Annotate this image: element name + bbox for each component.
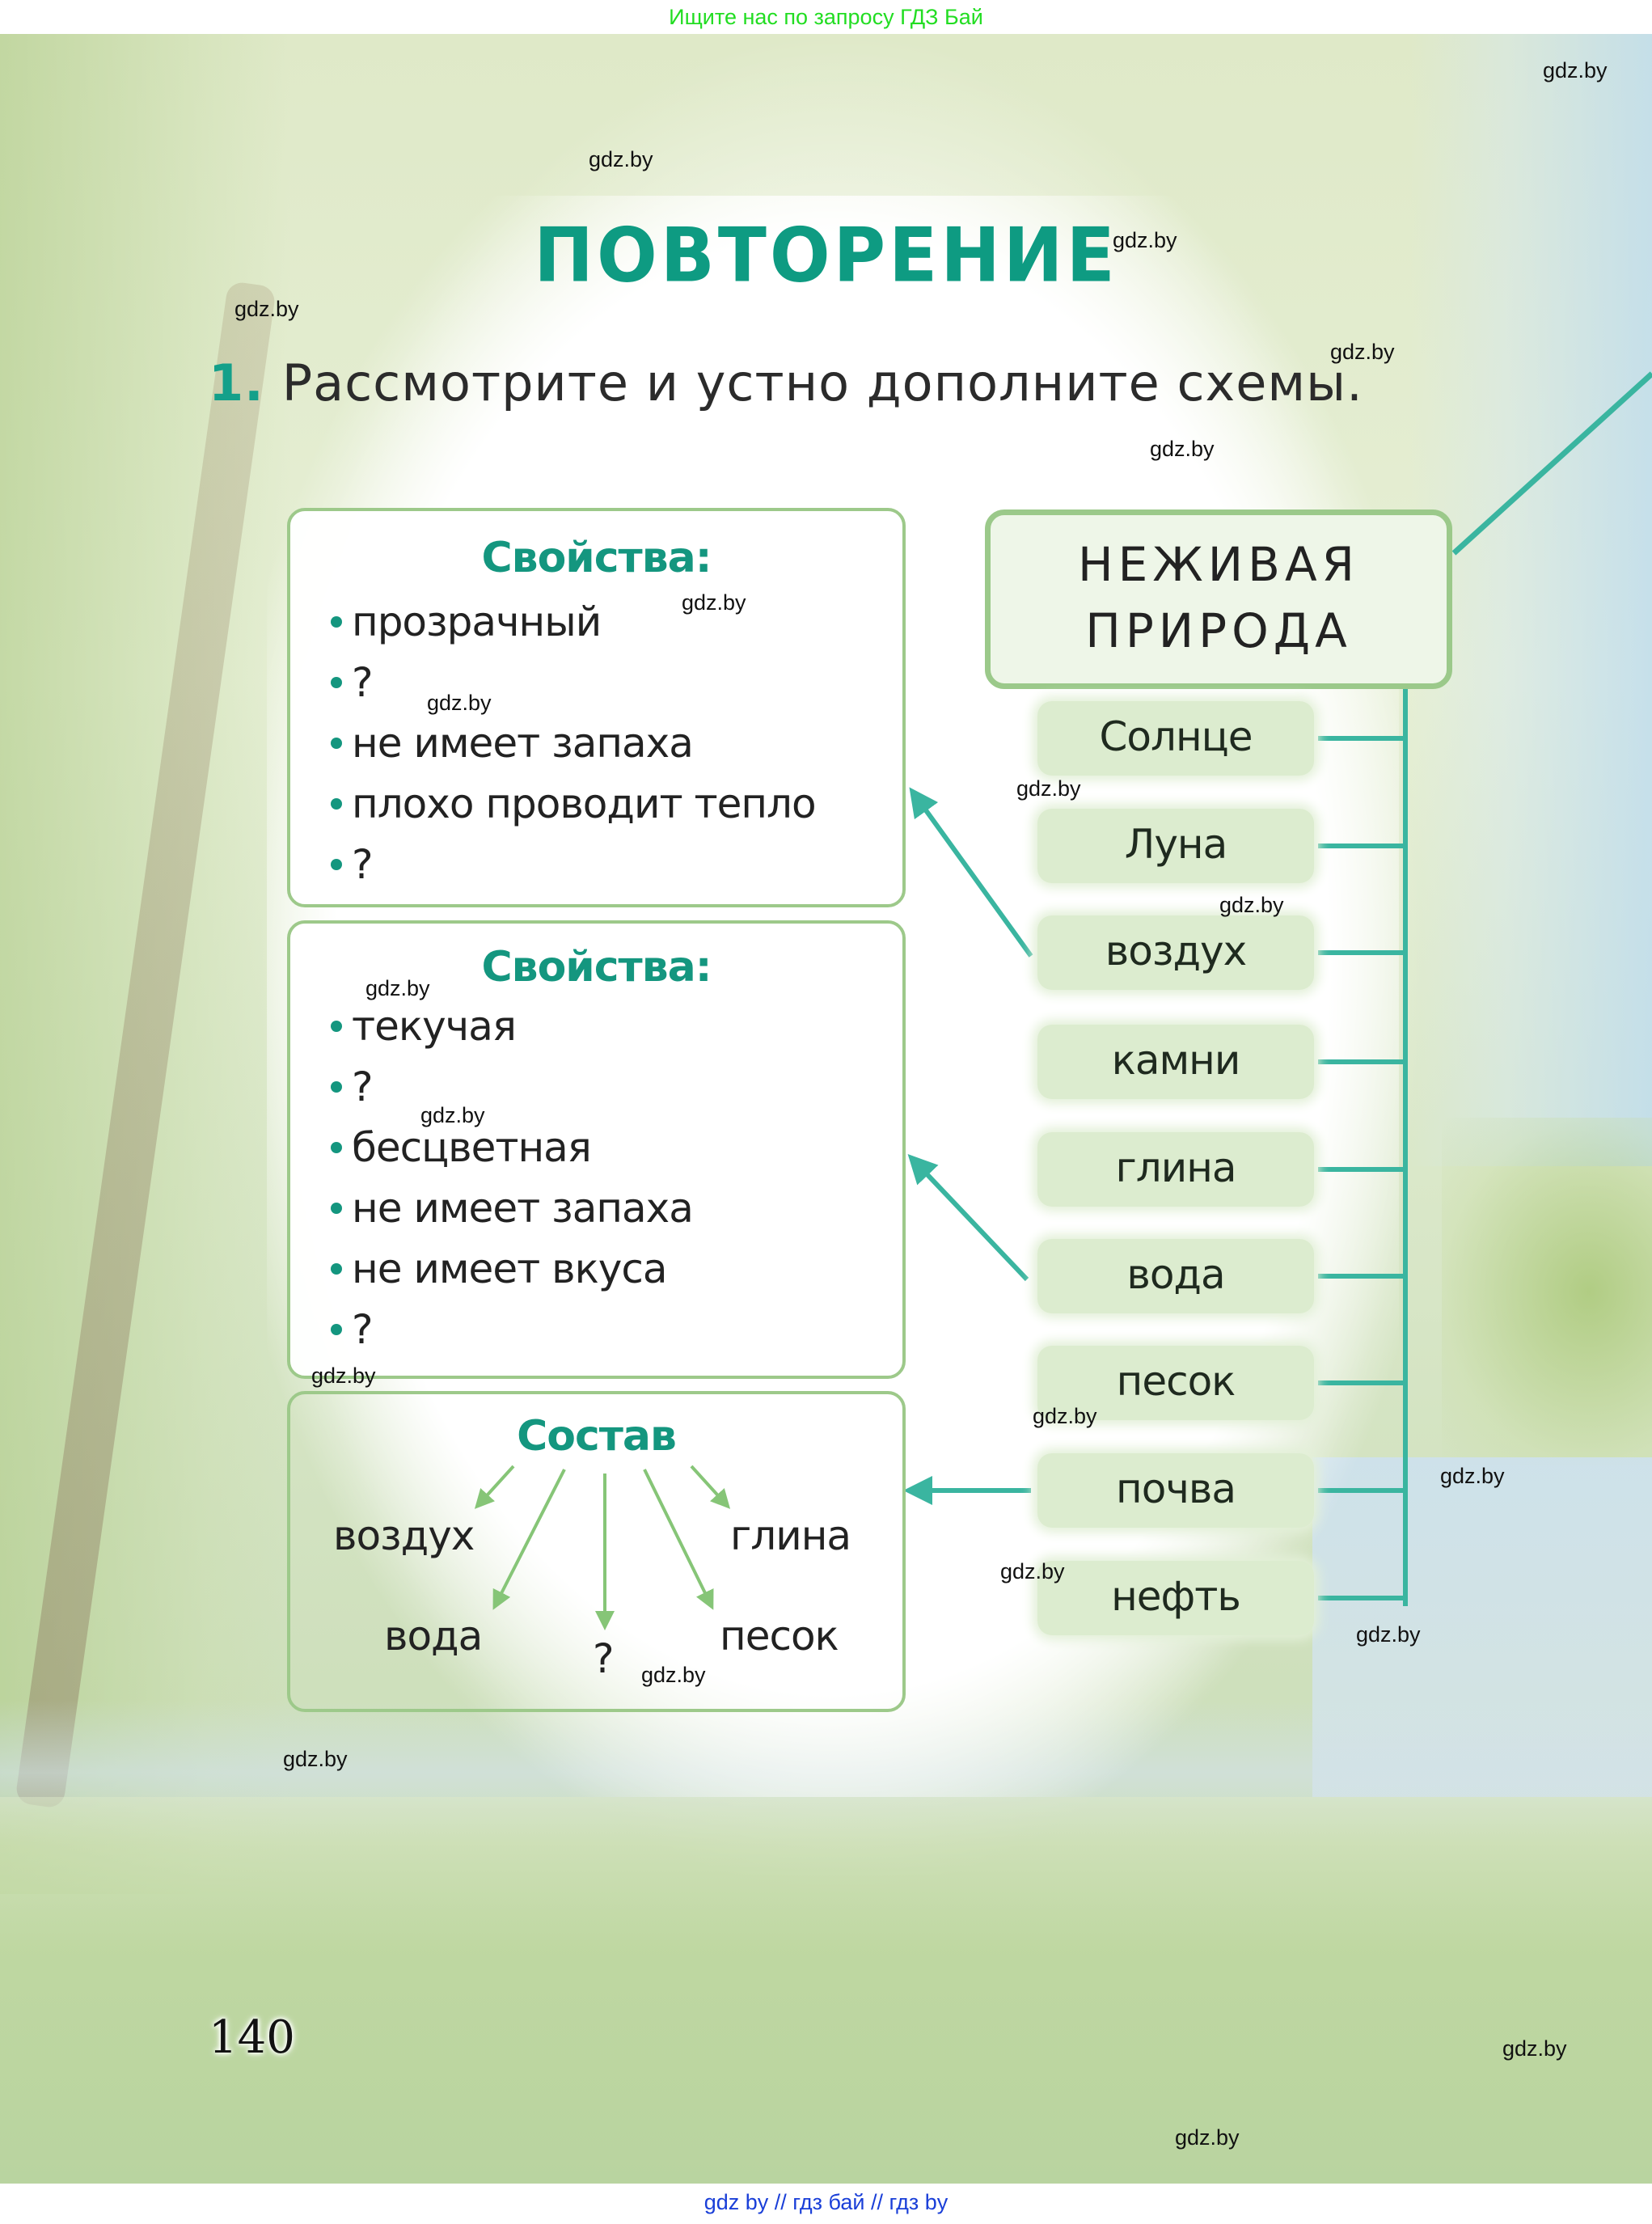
air-property-item: ?	[331, 835, 816, 895]
watermark: gdz.by	[1150, 437, 1215, 461]
background-meadow	[0, 1797, 1652, 2184]
watermark: gdz.by	[1356, 1622, 1421, 1647]
water-property-item: ?	[331, 1300, 693, 1360]
watermark: gdz.by	[1440, 1464, 1505, 1488]
soil-composition-box: Состав	[287, 1391, 906, 1712]
composition-item-clay: глина	[730, 1512, 851, 1559]
watermark: gdz.by	[1000, 1559, 1065, 1583]
page-number: 140	[209, 2011, 295, 2064]
task-text: Рассмотрите и устно дополните схемы.	[281, 353, 1363, 412]
water-property-item: ?	[331, 1057, 693, 1118]
watermark: gdz.by	[1016, 776, 1081, 801]
air-property-item: ?	[331, 653, 816, 713]
watermark: gdz.by	[1330, 340, 1395, 364]
air-properties-list: прозрачный ? не имеет запаха плохо прово…	[331, 592, 817, 895]
watermark: gdz.by	[1175, 2125, 1240, 2150]
watermark: gdz.by	[283, 1747, 348, 1771]
item-water: вода	[1037, 1239, 1314, 1313]
watermark: gdz.by	[1033, 1404, 1097, 1428]
bullet-icon	[331, 1080, 342, 1093]
water-properties-list: текучая ? бесцветная не имеет запаха не …	[331, 996, 694, 1360]
composition-item-sand: песок	[720, 1613, 839, 1660]
item-oil: нефть	[1037, 1561, 1314, 1635]
page-title: ПОВТОРЕНИЕ	[0, 211, 1652, 299]
page-title-text: ПОВТОРЕНИЕ	[534, 211, 1118, 299]
bullet-icon	[331, 1323, 342, 1335]
water-property-item: не имеет запаха	[331, 1178, 694, 1239]
item-soil: почва	[1037, 1453, 1314, 1528]
background-trees-left	[0, 34, 291, 1894]
diagram-connectors	[474, 371, 1652, 1630]
watermark: gdz.by	[365, 976, 430, 1000]
watermark: gdz.by	[682, 590, 746, 615]
bullet-icon	[331, 615, 342, 628]
air-properties-box: Свойства: прозрачный ? не имеет запаха п…	[287, 508, 906, 907]
task-heading: 1. Рассмотрите и устно дополните схемы.	[209, 353, 1363, 412]
item-clay: глина	[1037, 1132, 1314, 1207]
soil-composition-title: Состав	[517, 1412, 677, 1461]
textbook-page: ПОВТОРЕНИЕ 1. Рассмотрите и устно дополни…	[0, 34, 1652, 2184]
top-banner: Ищите нас по запросу ГДЗ Бай	[0, 0, 1652, 34]
footer: gdz by // гдз бай // гдз by	[0, 2184, 1652, 2224]
water-property-item: текучая	[331, 996, 693, 1057]
water-property-item: бесцветная	[331, 1118, 693, 1178]
watermark: gdz.by	[1113, 228, 1177, 252]
composition-item-unknown: ?	[593, 1635, 615, 1682]
background-trees-right	[1442, 1118, 1652, 1465]
watermark: gdz.by	[427, 691, 492, 715]
water-properties-box: Свойства: текучая ? бесцветная не имеет …	[287, 920, 906, 1379]
bullet-icon	[331, 737, 342, 749]
water-properties-title: Свойства:	[481, 943, 712, 991]
footer-text: gdz by // гдз бай // гдз by	[703, 2190, 949, 2214]
item-sun: Солнце	[1037, 701, 1314, 776]
bullet-icon	[331, 858, 342, 870]
watermark: gdz.by	[420, 1103, 485, 1127]
bullet-icon	[331, 1020, 342, 1032]
air-property-item: прозрачный	[331, 592, 816, 653]
watermark: gdz.by	[1219, 893, 1284, 917]
item-air: воздух	[1037, 915, 1314, 990]
watermark: gdz.by	[1502, 2036, 1567, 2061]
watermark: gdz.by	[641, 1663, 706, 1687]
composition-item-water: вода	[384, 1613, 483, 1660]
composition-item-air: воздух	[333, 1512, 475, 1559]
nonliving-nature-node: НЕЖИВАЯ ПРИРОДА	[985, 509, 1452, 689]
water-property-item: не имеет вкуса	[331, 1239, 693, 1300]
item-moon: Луна	[1037, 809, 1314, 883]
root-node-line1: НЕЖИВАЯ	[1078, 537, 1359, 592]
bullet-icon	[331, 1262, 342, 1275]
air-property-item: плохо проводит тепло	[331, 774, 817, 835]
bullet-icon	[331, 1141, 342, 1153]
top-banner-text: Ищите нас по запросу ГДЗ Бай	[669, 5, 983, 29]
watermark: gdz.by	[234, 297, 299, 321]
watermark: gdz.by	[589, 147, 653, 171]
air-properties-title: Свойства:	[481, 534, 712, 582]
item-sand: песок	[1037, 1346, 1314, 1420]
root-node-line2: ПРИРОДА	[1085, 603, 1352, 658]
watermark: gdz.by	[311, 1364, 376, 1388]
air-property-item: не имеет запаха	[331, 713, 816, 774]
task-number: 1.	[209, 353, 264, 412]
bullet-icon	[331, 797, 342, 810]
bullet-icon	[331, 676, 342, 688]
watermark: gdz.by	[1543, 58, 1608, 82]
item-stones: камни	[1037, 1025, 1314, 1099]
bullet-icon	[331, 1202, 342, 1214]
